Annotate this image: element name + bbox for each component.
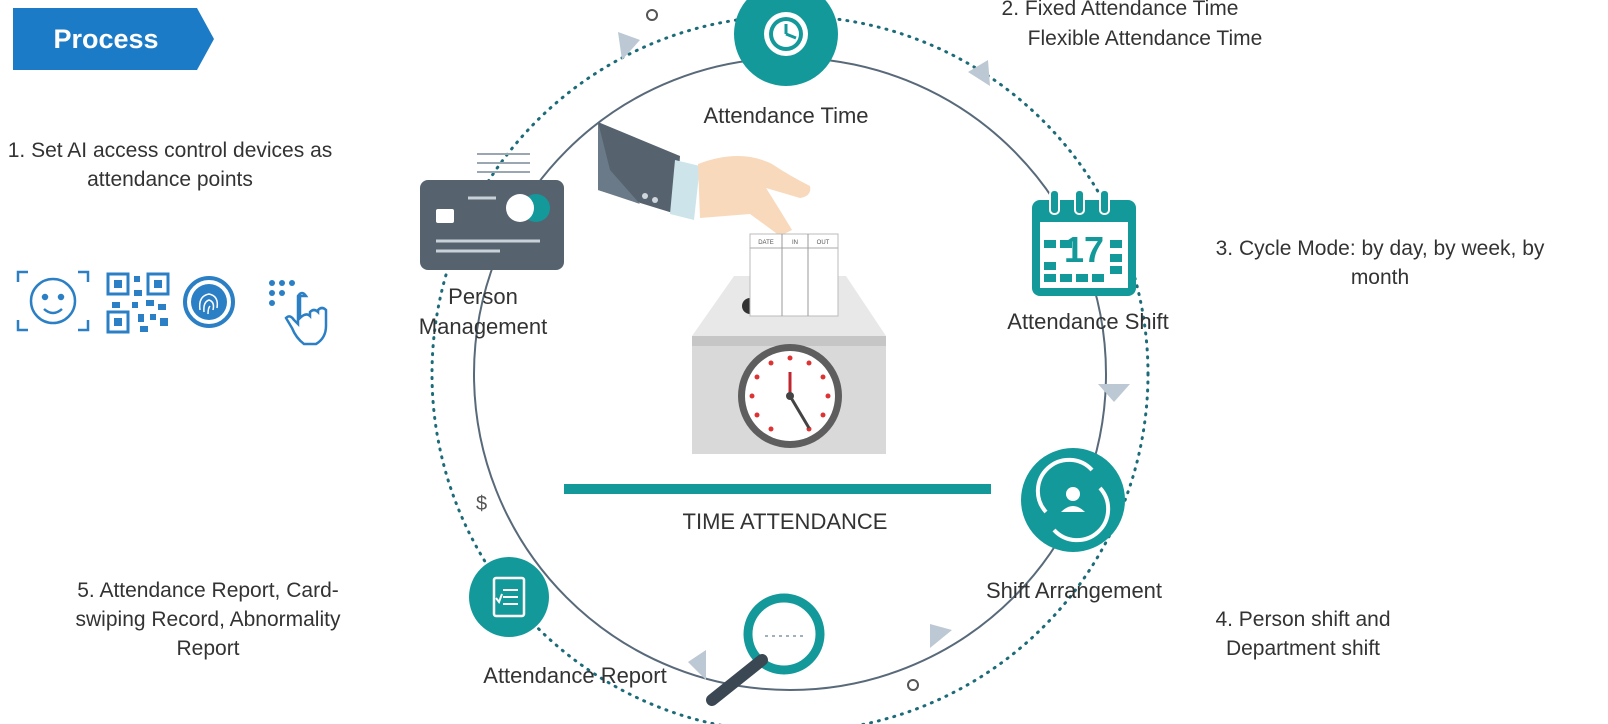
note-step-4: 4. Person shift and Department shift	[1215, 608, 1391, 660]
hand-icon	[598, 122, 811, 236]
note-step-1: 1. Set AI access control devices as atte…	[7, 139, 333, 191]
process-title: Process	[53, 24, 159, 54]
center-bar	[564, 484, 991, 494]
process-tab-shape	[13, 8, 214, 70]
clock-icon	[734, 0, 838, 86]
face-recognition-icon	[16, 270, 90, 332]
shift-swap-icon	[1021, 448, 1125, 552]
arrow-top-right	[968, 60, 990, 86]
process-tab: Process	[13, 8, 214, 70]
center-title: TIME ATTENDANCE	[682, 509, 888, 534]
report-icon	[469, 557, 549, 637]
fingerprint-icon	[183, 276, 235, 328]
node-label-shift-arrangement: Shift Arrangement	[985, 578, 1163, 603]
node-label-attendance-report: Attendance Report	[483, 663, 667, 688]
dotted-ring	[430, 14, 1150, 724]
node-label-attendance-shift: Attendance Shift	[1007, 309, 1169, 334]
dollar-glyph: $	[476, 493, 487, 515]
id-card-icon	[420, 153, 564, 270]
arrow-right	[1098, 384, 1130, 402]
card-header-out: OUT	[817, 240, 830, 246]
arrow-bottom-left	[688, 650, 706, 680]
node-label-attendance-time: Attendance Time	[703, 103, 869, 128]
card-header-date: DATE	[758, 240, 774, 246]
qr-code-icon	[106, 272, 170, 334]
calendar-icon: 17	[1032, 189, 1136, 296]
node-label-person-management: Person Management	[418, 284, 548, 339]
small-circle-bottom	[907, 679, 919, 691]
note-step-2-line-1: 2. Fixed Attendance Time	[1001, 0, 1239, 20]
magnifier-icon	[706, 593, 825, 706]
small-circle-top	[646, 9, 658, 21]
card-header-in: IN	[792, 240, 798, 246]
time-clock-machine-icon: DATE IN OUT	[692, 233, 886, 454]
keypad-touch-icon	[269, 280, 328, 346]
note-step-5: 5. Attendance Report, Card-swiping Recor…	[75, 579, 341, 660]
arrow-bottom-right	[930, 624, 952, 648]
note-step-2-line-2: Flexible Attendance Time	[1027, 27, 1263, 50]
calendar-day: 17	[1064, 229, 1104, 270]
arrow-top-left	[618, 32, 640, 60]
flow-arrows	[618, 32, 1130, 680]
note-step-3: 3. Cycle Mode: by day, by week, by month	[1215, 237, 1545, 289]
